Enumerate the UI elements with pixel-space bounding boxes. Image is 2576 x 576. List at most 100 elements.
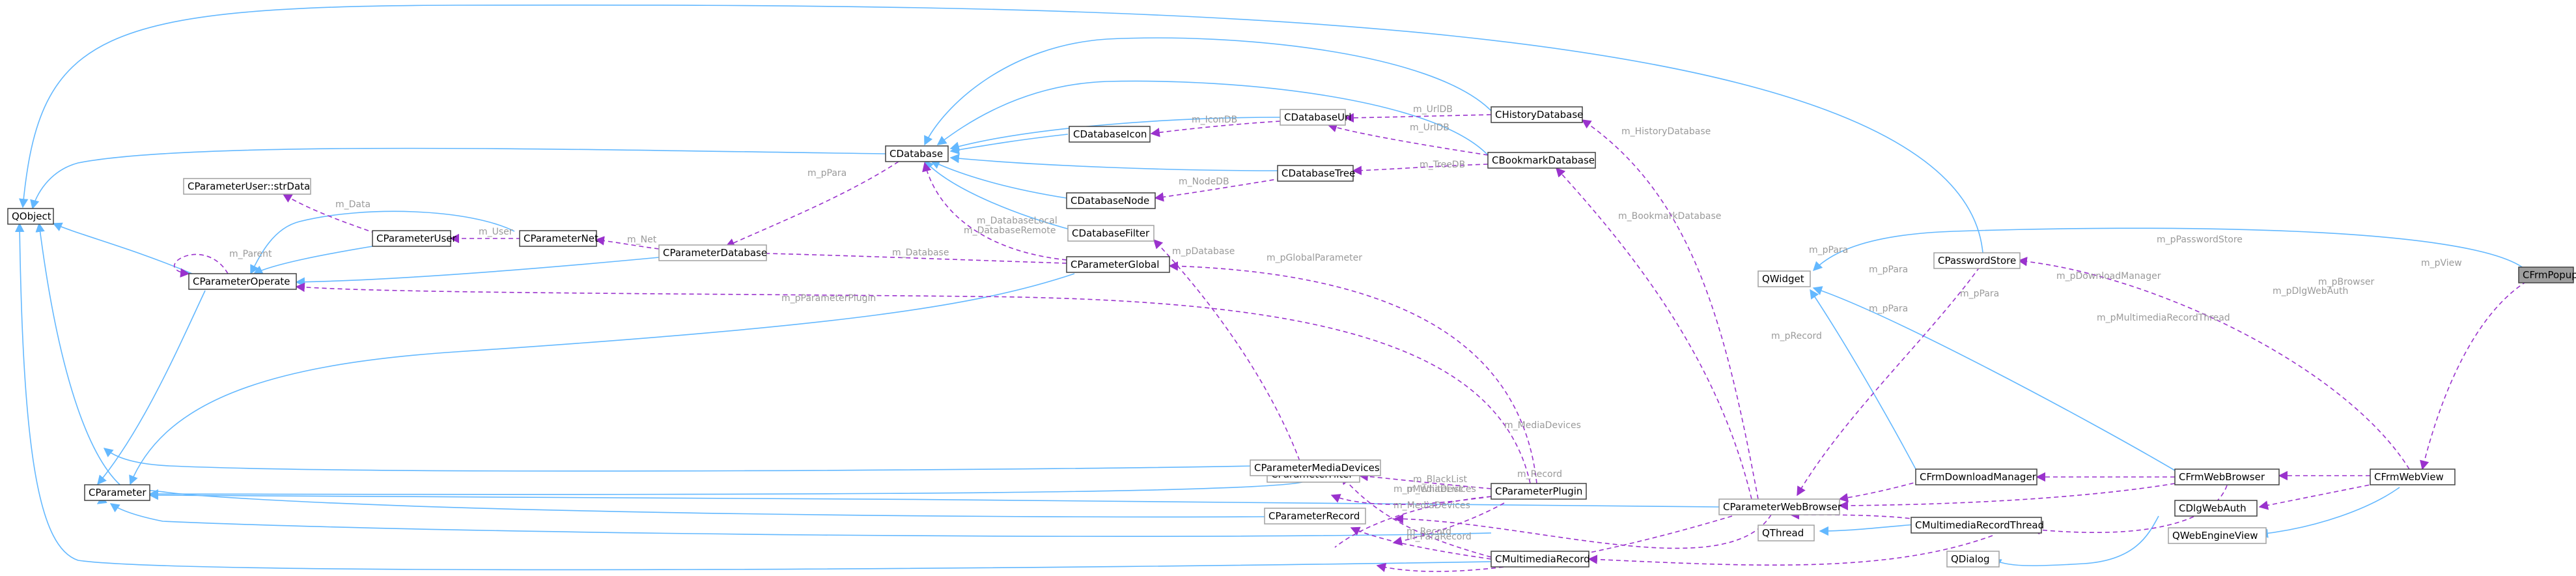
label-m-net: m_Net bbox=[627, 235, 657, 245]
node-cdatabaseurl[interactable]: CDatabaseUrl bbox=[1280, 109, 1351, 126]
node-label-cparameterdatabase: CParameterDatabase bbox=[663, 247, 767, 259]
label-m-pararecord: m_ParaRecord bbox=[1407, 532, 1472, 542]
label-m-pdownloadmanager: m_pDownloadManager bbox=[2056, 271, 2161, 281]
edge-cbookmarkdatabase-cdatabaseurl bbox=[1327, 123, 1489, 156]
node-label-cmultimediarecord: CMultimediaRecord bbox=[1495, 553, 1590, 565]
node-cbookmarkdatabase[interactable]: CBookmarkDatabase bbox=[1487, 152, 1596, 169]
edge-cparameterwebbrowser-chistorydatabase bbox=[1581, 119, 1759, 500]
node-qwidget[interactable]: QWidget bbox=[1757, 270, 1811, 287]
label-m-databaselocal: m_DatabaseLocal bbox=[977, 216, 1057, 226]
label-m-precord: m_pRecord bbox=[1771, 331, 1822, 341]
node-qdialog[interactable]: QDialog bbox=[1946, 551, 2000, 568]
label-m-nodedb: m_NodeDB bbox=[1179, 177, 1229, 187]
node-label-qdialog: QDialog bbox=[1951, 553, 1990, 565]
node-cfrmwebview[interactable]: CFrmWebView bbox=[2370, 468, 2456, 485]
node-label-cfrmwebbrowser: CFrmWebBrowser bbox=[2179, 471, 2265, 483]
node-cdatabaseicon[interactable]: CDatabaseIcon bbox=[1069, 126, 1151, 143]
edge-cfrmwebview-cpasswordstore bbox=[2017, 257, 2410, 470]
edge-cfrmdownloadmanager-qwidget bbox=[1810, 289, 1922, 480]
node-label-cmultimediarecordthread: CMultimediaRecordThread bbox=[1915, 519, 2044, 531]
edge-cparameternet-cparameteroperate bbox=[250, 210, 515, 275]
node-cfrmwebbrowser[interactable]: CFrmWebBrowser bbox=[2174, 468, 2280, 485]
node-cmultimediarecord[interactable]: CMultimediaRecord bbox=[1491, 551, 1590, 568]
label-m-mediadevices-browser: m_MediaDevices bbox=[1504, 420, 1581, 431]
node-cparameterrecord[interactable]: CParameterRecord bbox=[1264, 508, 1366, 525]
edge-cparameterplugin-cparameteroperate bbox=[295, 282, 1531, 484]
node-cparameteruser-strdata[interactable]: CParameterUser::strData bbox=[183, 178, 311, 195]
node-cfrmpopup[interactable]: CFrmPopup bbox=[2518, 266, 2576, 283]
node-label-qwebengineview: QWebEngineView bbox=[2172, 530, 2258, 541]
node-cparameterdatabase[interactable]: CParameterDatabase bbox=[658, 244, 767, 261]
label-m-urldb-bookmark: m_UrlDB bbox=[1410, 122, 1449, 133]
edge-cparameterplugin-cparameterglobal bbox=[1168, 261, 1537, 484]
label-m-historydatabase: m_HistoryDatabase bbox=[1621, 126, 1711, 137]
node-cpasswordstore[interactable]: CPasswordStore bbox=[1933, 252, 2021, 269]
node-cparameterplugin[interactable]: CParameterPlugin bbox=[1491, 483, 1587, 500]
node-qthread[interactable]: QThread bbox=[1757, 525, 1815, 541]
label-m-pdatabase: m_pDatabase bbox=[1172, 246, 1235, 257]
edge-cparameterglobal-cdatabase bbox=[922, 162, 1075, 261]
label-m-user: m_User bbox=[479, 227, 513, 237]
label-m-pparameterplugin: m_pParameterPlugin bbox=[781, 293, 876, 304]
edge-cbookmarkdatabase-cdatabase bbox=[936, 80, 1489, 156]
label-m-pmultimediarecordthread: m_pMultimediaRecordThread bbox=[2097, 313, 2230, 323]
edge-cfrmwebbrowser-cparameterwebbrowser bbox=[1838, 483, 2176, 511]
node-cparameter[interactable]: CParameter bbox=[84, 484, 150, 501]
node-cdlgwebauth[interactable]: CDlgWebAuth bbox=[2174, 500, 2258, 517]
node-qobject[interactable]: QObject bbox=[7, 208, 54, 225]
edge-cdatabaseurl-cdatabase bbox=[949, 117, 1281, 151]
usage-edges bbox=[173, 113, 2527, 572]
edge-cfrmwebbrowser-qwidget bbox=[1812, 286, 2176, 471]
edge-cmultimediarecord-cparameterrecord bbox=[1350, 526, 1492, 560]
edge-cparameterplugin-cparameterfilter bbox=[1358, 472, 1492, 489]
label-m-pglobalparameter: m_pGlobalParameter bbox=[1267, 253, 1362, 263]
node-cparametermediadevices[interactable]: CParameterMediaDevices bbox=[1250, 459, 1381, 476]
edge-cparametermediadevices-cparameter bbox=[103, 448, 1256, 472]
node-cdatabasetree[interactable]: CDatabaseTree bbox=[1277, 165, 1355, 182]
edge-chistorydatabase-cdatabase bbox=[924, 37, 1492, 146]
node-cparameterwebbrowser[interactable]: CParameterWebBrowser bbox=[1718, 498, 1842, 515]
node-cparameternet[interactable]: CParameterNet bbox=[519, 230, 598, 247]
label-m-urldb-history: m_UrlDB bbox=[1413, 104, 1453, 115]
edge-cparameterrecord-cparameter bbox=[96, 489, 1265, 518]
edge-cparameterwebbrowser-cbookmarkdatabase bbox=[1556, 167, 1752, 500]
edge-cpasswordstore-qobject bbox=[19, 4, 1983, 253]
node-label-cfrmpopup: CFrmPopup bbox=[2523, 269, 2576, 281]
node-label-cparameternet: CParameterNet bbox=[524, 233, 598, 244]
edge-cdatabasenode-cdatabase bbox=[930, 160, 1067, 199]
label-m-pdlgwebauth: m_pDlgWebAuth bbox=[2273, 286, 2348, 296]
node-cmultimediarecordthread[interactable]: CMultimediaRecordThread bbox=[1911, 517, 2044, 534]
node-cdatabasefilter[interactable]: CDatabaseFilter bbox=[1067, 225, 1155, 242]
label-m-pbrowser: m_pBrowser bbox=[2318, 277, 2375, 287]
node-label-chistorydatabase: CHistoryDatabase bbox=[1495, 109, 1583, 121]
edge-cfrmwebbrowser-cmultimediarecordthread bbox=[2030, 485, 2228, 535]
edge-cparameterplugin-cparametermediadevices bbox=[1332, 495, 1492, 548]
label-m-ppara-database: m_pPara bbox=[807, 168, 847, 179]
node-label-cparametermediadevices: CParameterMediaDevices bbox=[1254, 462, 1380, 474]
edge-cfrmwebview-cdlgwebauth bbox=[2258, 483, 2377, 510]
node-cfrmdownloadmanager[interactable]: CFrmDownloadManager bbox=[1915, 468, 2037, 485]
edge-cparameteruser-cparameteroperate bbox=[253, 246, 373, 274]
edge-cfrmwebview-qwebengineview bbox=[2258, 487, 2400, 538]
node-cparameteroperate[interactable]: CParameterOperate bbox=[188, 273, 297, 290]
inheritance-edges bbox=[14, 4, 2527, 571]
label-m-bookmarkdatabase: m_BookmarkDatabase bbox=[1618, 211, 1721, 222]
node-cparameteruser[interactable]: CParameterUser bbox=[372, 230, 457, 247]
label-m-database: m_Database bbox=[892, 248, 949, 258]
node-cdatabase[interactable]: CDatabase bbox=[885, 145, 949, 162]
edge-cbookmarkdatabase-cdatabasetree bbox=[1352, 164, 1489, 175]
edge-cdatabase-qobject bbox=[30, 147, 886, 210]
node-chistorydatabase[interactable]: CHistoryDatabase bbox=[1491, 106, 1583, 123]
edge-labels: m_UrlDB m_IconDB m_UrlDB m_TreeDB m_Node… bbox=[229, 104, 2462, 542]
label-m-mediadevices-plugin: m_MediaDevices bbox=[1393, 500, 1470, 511]
edge-cdatabaseurl-cdatabaseicon bbox=[1150, 121, 1281, 137]
node-label-cdatabaseicon: CDatabaseIcon bbox=[1073, 128, 1147, 140]
node-label-cparameteroperate: CParameterOperate bbox=[193, 276, 290, 287]
node-label-cparameter: CParameter bbox=[89, 487, 147, 498]
node-qwebengineview[interactable]: QWebEngineView bbox=[2168, 527, 2267, 544]
label-m-record-plugin: m_Record bbox=[1407, 526, 1451, 537]
edge-cparameterplugin-cparameter bbox=[109, 503, 1492, 537]
node-cparameterglobal[interactable]: CParameterGlobal bbox=[1066, 256, 1170, 273]
node-cdatabasenode[interactable]: CDatabaseNode bbox=[1066, 192, 1156, 209]
edge-cparameterplugin-cparameterrecord bbox=[1392, 502, 1505, 546]
